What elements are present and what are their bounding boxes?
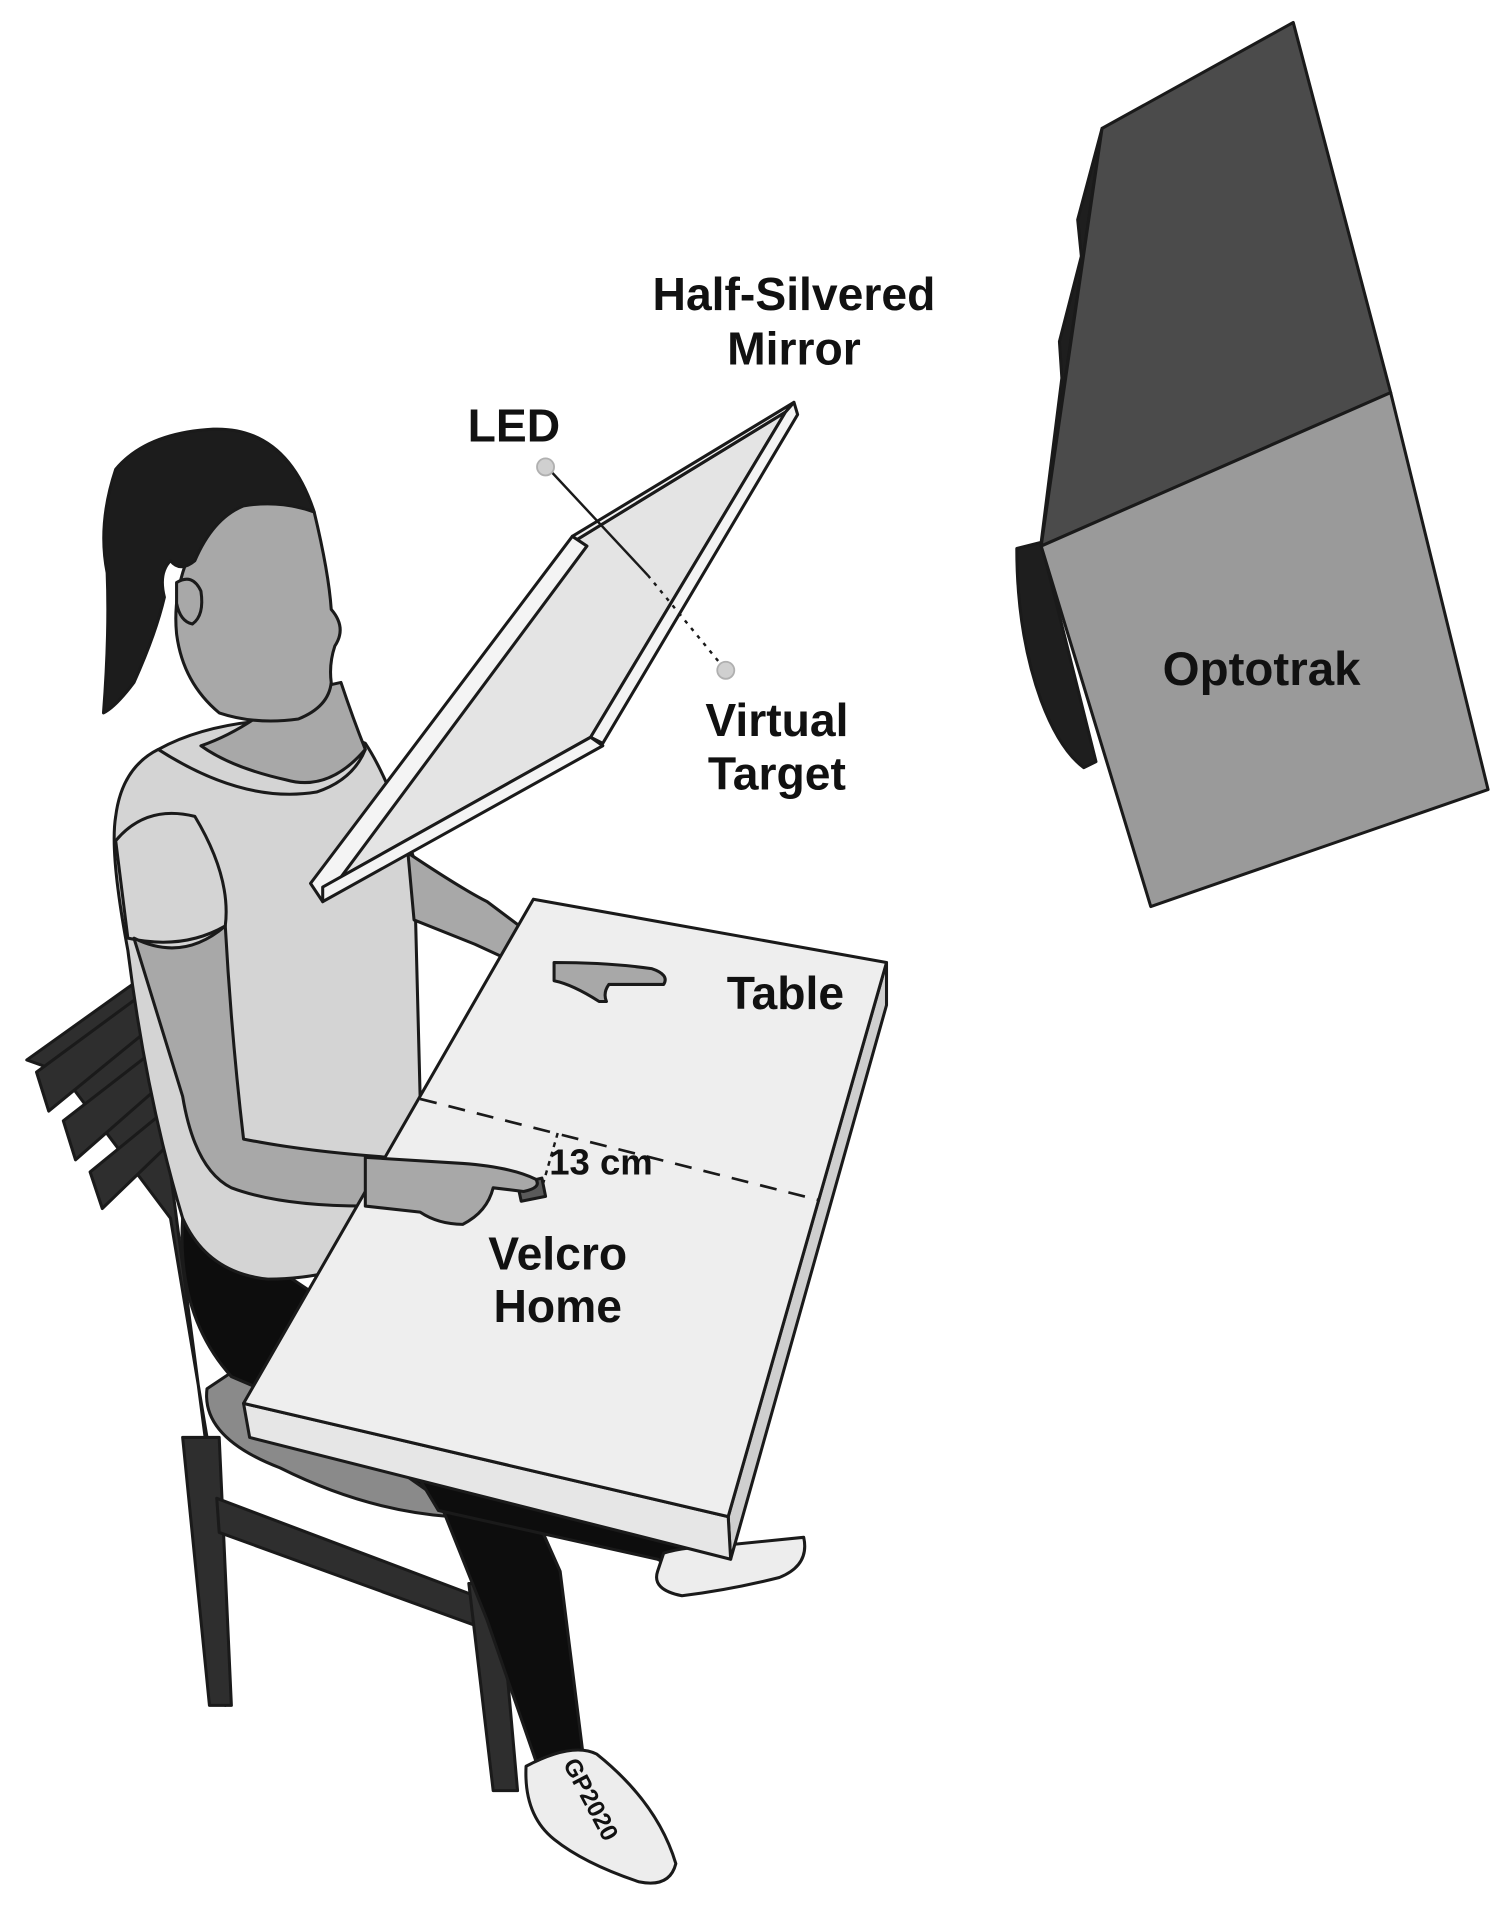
- led-line-solid: [547, 467, 649, 577]
- mirror-icon: [309, 400, 800, 904]
- sleeve: [114, 811, 228, 944]
- virtual-target-label-line1: Virtual: [705, 694, 848, 746]
- virtual-target-marker: [716, 660, 736, 680]
- chair-leg-front: [181, 1435, 233, 1707]
- camera-icon: [1015, 20, 1490, 909]
- pointing-hand: [363, 1155, 539, 1226]
- table-top: [242, 897, 889, 1519]
- mirror-label-line2: Mirror: [727, 323, 861, 375]
- neck: [199, 680, 367, 785]
- chair-rail: [215, 1496, 479, 1628]
- led-marker: [536, 457, 555, 477]
- led-label: LED: [468, 399, 561, 451]
- shoe-left: [524, 1748, 678, 1885]
- mirror-label-line1: Half-Silvered: [653, 268, 936, 320]
- mirror-frame-right: [589, 400, 800, 745]
- optotrak-label: Optotrak: [1163, 643, 1361, 696]
- mirror-glass: [321, 410, 787, 889]
- optotrak-front: [1039, 391, 1490, 909]
- ear: [175, 577, 204, 626]
- face: [174, 501, 342, 723]
- reaching-hand: [552, 961, 667, 1004]
- velcro-label-line1: Velcro: [488, 1227, 627, 1279]
- table-icon: [242, 897, 889, 1561]
- hair: [101, 427, 316, 715]
- table-label: Table: [727, 967, 844, 1019]
- optotrak-side: [1015, 126, 1104, 770]
- virtual-target-label-line2: Target: [708, 748, 846, 800]
- velcro-label-line2: Home: [493, 1280, 622, 1332]
- collar: [157, 748, 367, 796]
- home-distance-line: [419, 1097, 819, 1202]
- led-line-dotted: [646, 574, 727, 672]
- mirror-frame-bottom: [321, 735, 605, 904]
- distance-label: 13 cm: [549, 1141, 653, 1182]
